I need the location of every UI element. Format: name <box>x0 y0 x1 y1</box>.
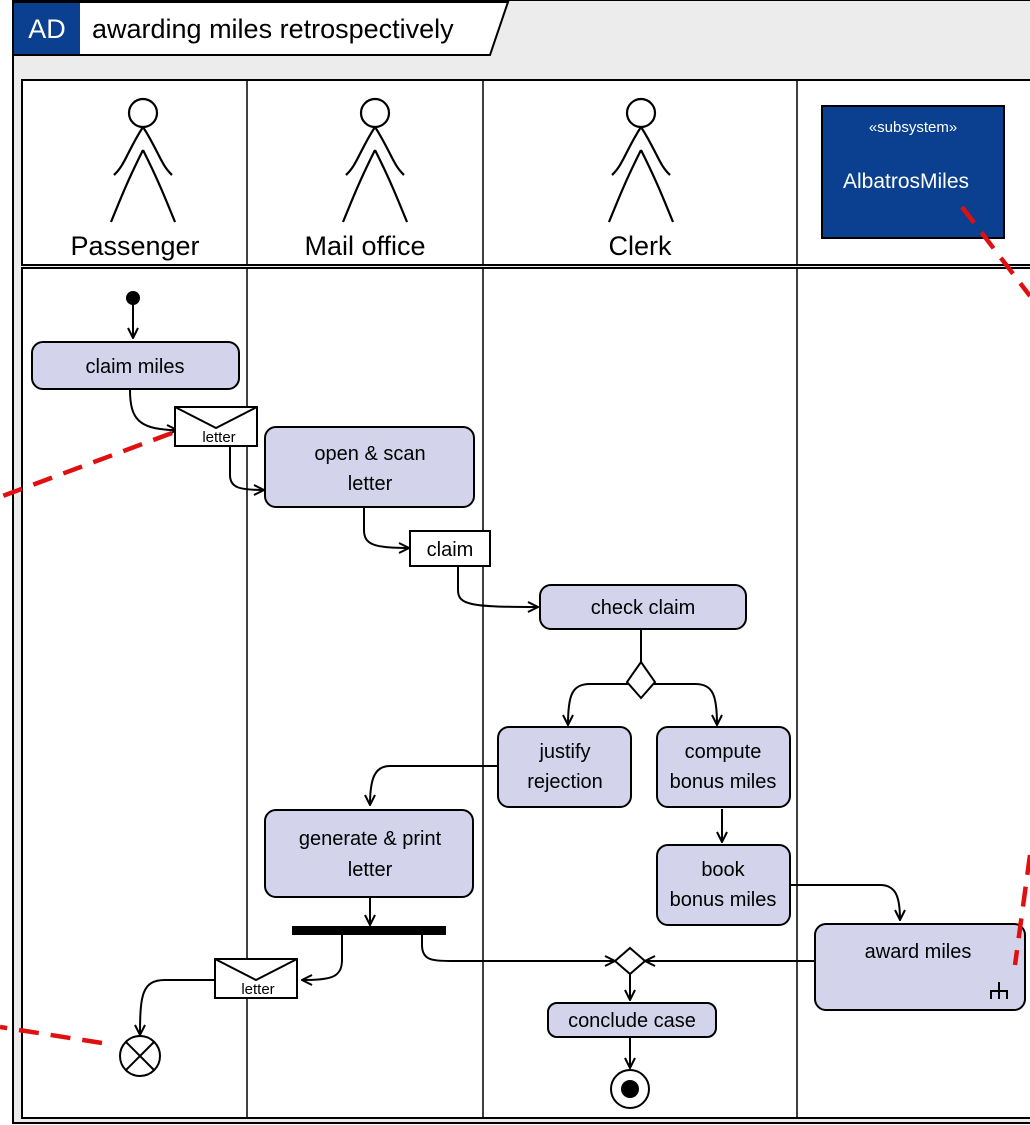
action-open-scan-label-1: open & scan <box>314 443 425 465</box>
frame-tag-text: AD <box>28 14 66 44</box>
action-conclude-case-label: conclude case <box>568 1010 696 1032</box>
action-open-scan-letter: open & scan letter <box>264 426 475 508</box>
action-generate-print-letter: generate & print letter <box>264 809 474 898</box>
action-justify-rejection: justify rejection <box>497 726 632 808</box>
object-letter-in: letter <box>174 406 258 447</box>
initial-node <box>126 291 140 305</box>
merge-node <box>613 946 647 976</box>
action-claim-miles-label: claim miles <box>86 356 185 378</box>
subsystem-name: AlbatrosMiles <box>843 170 969 193</box>
flow-final-node <box>119 1035 161 1077</box>
highlight-dashed-lines <box>0 205 1030 1046</box>
subsystem-box: «subsystem» AlbatrosMiles <box>821 105 1005 239</box>
action-award-miles-label: award miles <box>865 941 972 963</box>
envelope-icon <box>214 958 298 982</box>
action-compute-label-1: compute <box>685 741 762 763</box>
subsystem-stereotype: «subsystem» <box>869 119 957 136</box>
action-check-claim: check claim <box>539 584 747 630</box>
action-check-claim-label: check claim <box>591 597 695 619</box>
frame-tag <box>14 3 80 54</box>
action-compute-label-2: bonus miles <box>670 771 777 793</box>
action-compute-bonus-miles: compute bonus miles <box>656 726 791 808</box>
action-open-scan-label-2: letter <box>348 473 393 495</box>
object-letter-in-label: letter <box>202 429 235 446</box>
action-generate-label-1: generate & print <box>299 828 442 850</box>
action-generate-label-2: letter <box>348 859 393 881</box>
action-justify-label-1: justify <box>538 741 590 763</box>
action-book-label-1: book <box>701 859 745 881</box>
lane-passenger-label: Passenger <box>70 231 199 261</box>
object-claim-label: claim <box>427 539 474 561</box>
actor-clerk-icon <box>607 97 675 223</box>
actor-passenger-icon <box>109 97 177 223</box>
control-flows <box>130 302 900 1068</box>
action-claim-miles: claim miles <box>31 341 240 390</box>
lane-clerk-label: Clerk <box>608 231 672 261</box>
action-justify-label-2: rejection <box>527 771 603 793</box>
action-book-bonus-miles: book bonus miles <box>656 844 791 926</box>
action-book-label-2: bonus miles <box>670 889 777 911</box>
frame-title-tab: AD awarding miles retrospectively <box>12 1 510 56</box>
action-award-miles: award miles <box>814 923 1026 1011</box>
decision-node <box>625 660 657 700</box>
actor-mail-office-icon <box>341 97 409 223</box>
object-letter-out-label: letter <box>241 981 274 998</box>
fork-bar <box>292 926 446 935</box>
action-conclude-case: conclude case <box>547 1002 717 1038</box>
frame-title: awarding miles retrospectively <box>92 14 454 44</box>
activity-final-node <box>610 1069 650 1109</box>
call-behavior-rake-icon <box>990 982 1008 999</box>
envelope-icon <box>174 406 258 430</box>
object-claim: claim <box>409 530 491 567</box>
object-letter-out: letter <box>214 958 298 999</box>
lane-mail-office-label: Mail office <box>304 231 425 261</box>
